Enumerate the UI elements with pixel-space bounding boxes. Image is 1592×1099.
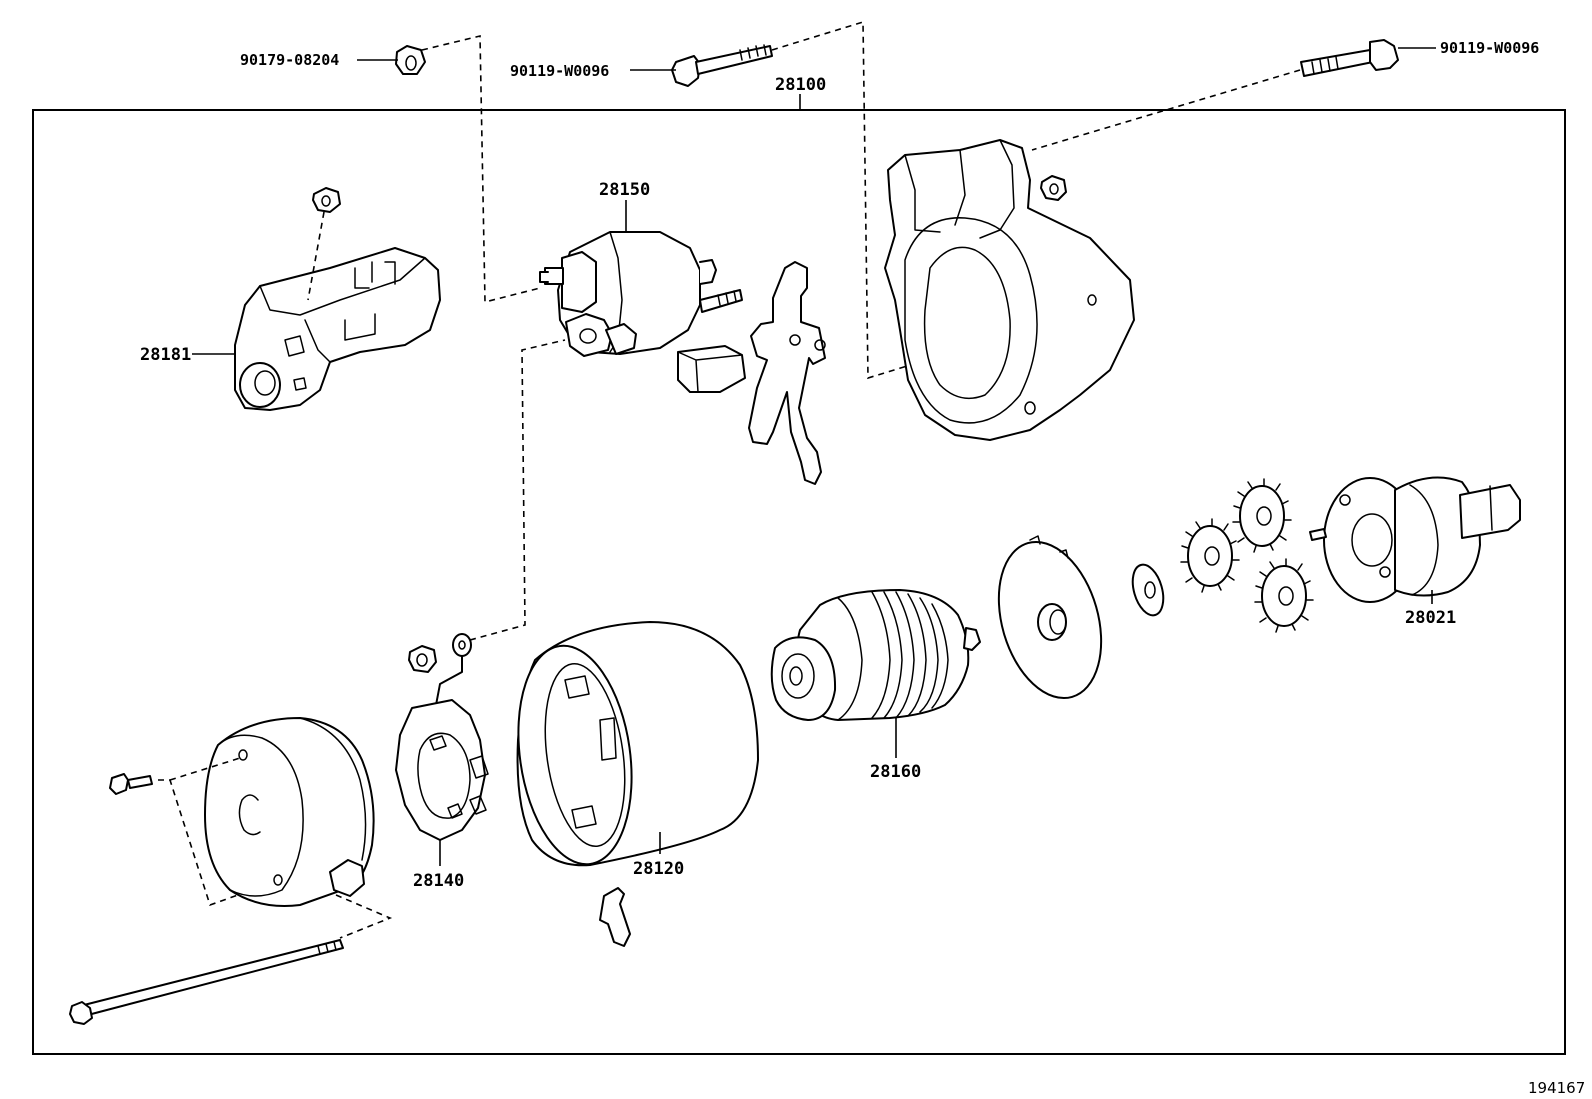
- part-label-90119-w0096-b[interactable]: 90119-W0096: [1440, 39, 1539, 57]
- drive-housing[interactable]: [884, 139, 1135, 441]
- brush-clip[interactable]: [599, 887, 631, 947]
- part-label-28021[interactable]: 28021: [1405, 608, 1456, 628]
- through-bolt[interactable]: [69, 939, 344, 1025]
- washer[interactable]: [1127, 561, 1168, 619]
- brush-holder-28140[interactable]: [395, 699, 489, 841]
- bolt-90119-w0096-left[interactable]: [671, 44, 773, 87]
- part-label-90179-08204[interactable]: 90179-08204: [240, 51, 339, 69]
- solenoid-28150[interactable]: [539, 231, 743, 357]
- assembly-label-28100[interactable]: 28100: [775, 75, 826, 95]
- terminal-lead[interactable]: [435, 633, 472, 706]
- yoke-28120[interactable]: [505, 621, 759, 872]
- commutator-end-frame[interactable]: [204, 717, 375, 907]
- drive-lever[interactable]: [748, 261, 826, 485]
- cover-28181[interactable]: [234, 247, 441, 411]
- drawing-number: 194167: [1528, 1079, 1585, 1097]
- planetary-gear-2[interactable]: [1232, 478, 1292, 553]
- planetary-gear-3[interactable]: [1254, 558, 1314, 633]
- dust-disc[interactable]: [982, 530, 1118, 710]
- part-label-28120[interactable]: 28120: [633, 859, 684, 879]
- cover-nut[interactable]: [312, 187, 341, 213]
- part-label-28150[interactable]: 28150: [599, 180, 650, 200]
- part-label-28140[interactable]: 28140: [413, 871, 464, 891]
- terminal-nut[interactable]: [408, 645, 437, 673]
- nut-90179-08204[interactable]: [395, 45, 426, 75]
- frame-screw[interactable]: [109, 773, 153, 795]
- part-label-28160[interactable]: 28160: [870, 762, 921, 782]
- part-label-90119-w0096-a[interactable]: 90119-W0096: [510, 62, 609, 80]
- planetary-gear-1[interactable]: [1180, 518, 1240, 593]
- armature-28160[interactable]: [770, 589, 981, 721]
- part-label-28181[interactable]: 28181: [140, 345, 191, 365]
- clutch-pinion-28021[interactable]: [1309, 476, 1521, 603]
- plunger-block[interactable]: [677, 345, 746, 393]
- bolt-90119-w0096-right[interactable]: [1300, 39, 1399, 77]
- housing-nut[interactable]: [1040, 175, 1067, 201]
- assembly-frame: [32, 109, 1566, 1055]
